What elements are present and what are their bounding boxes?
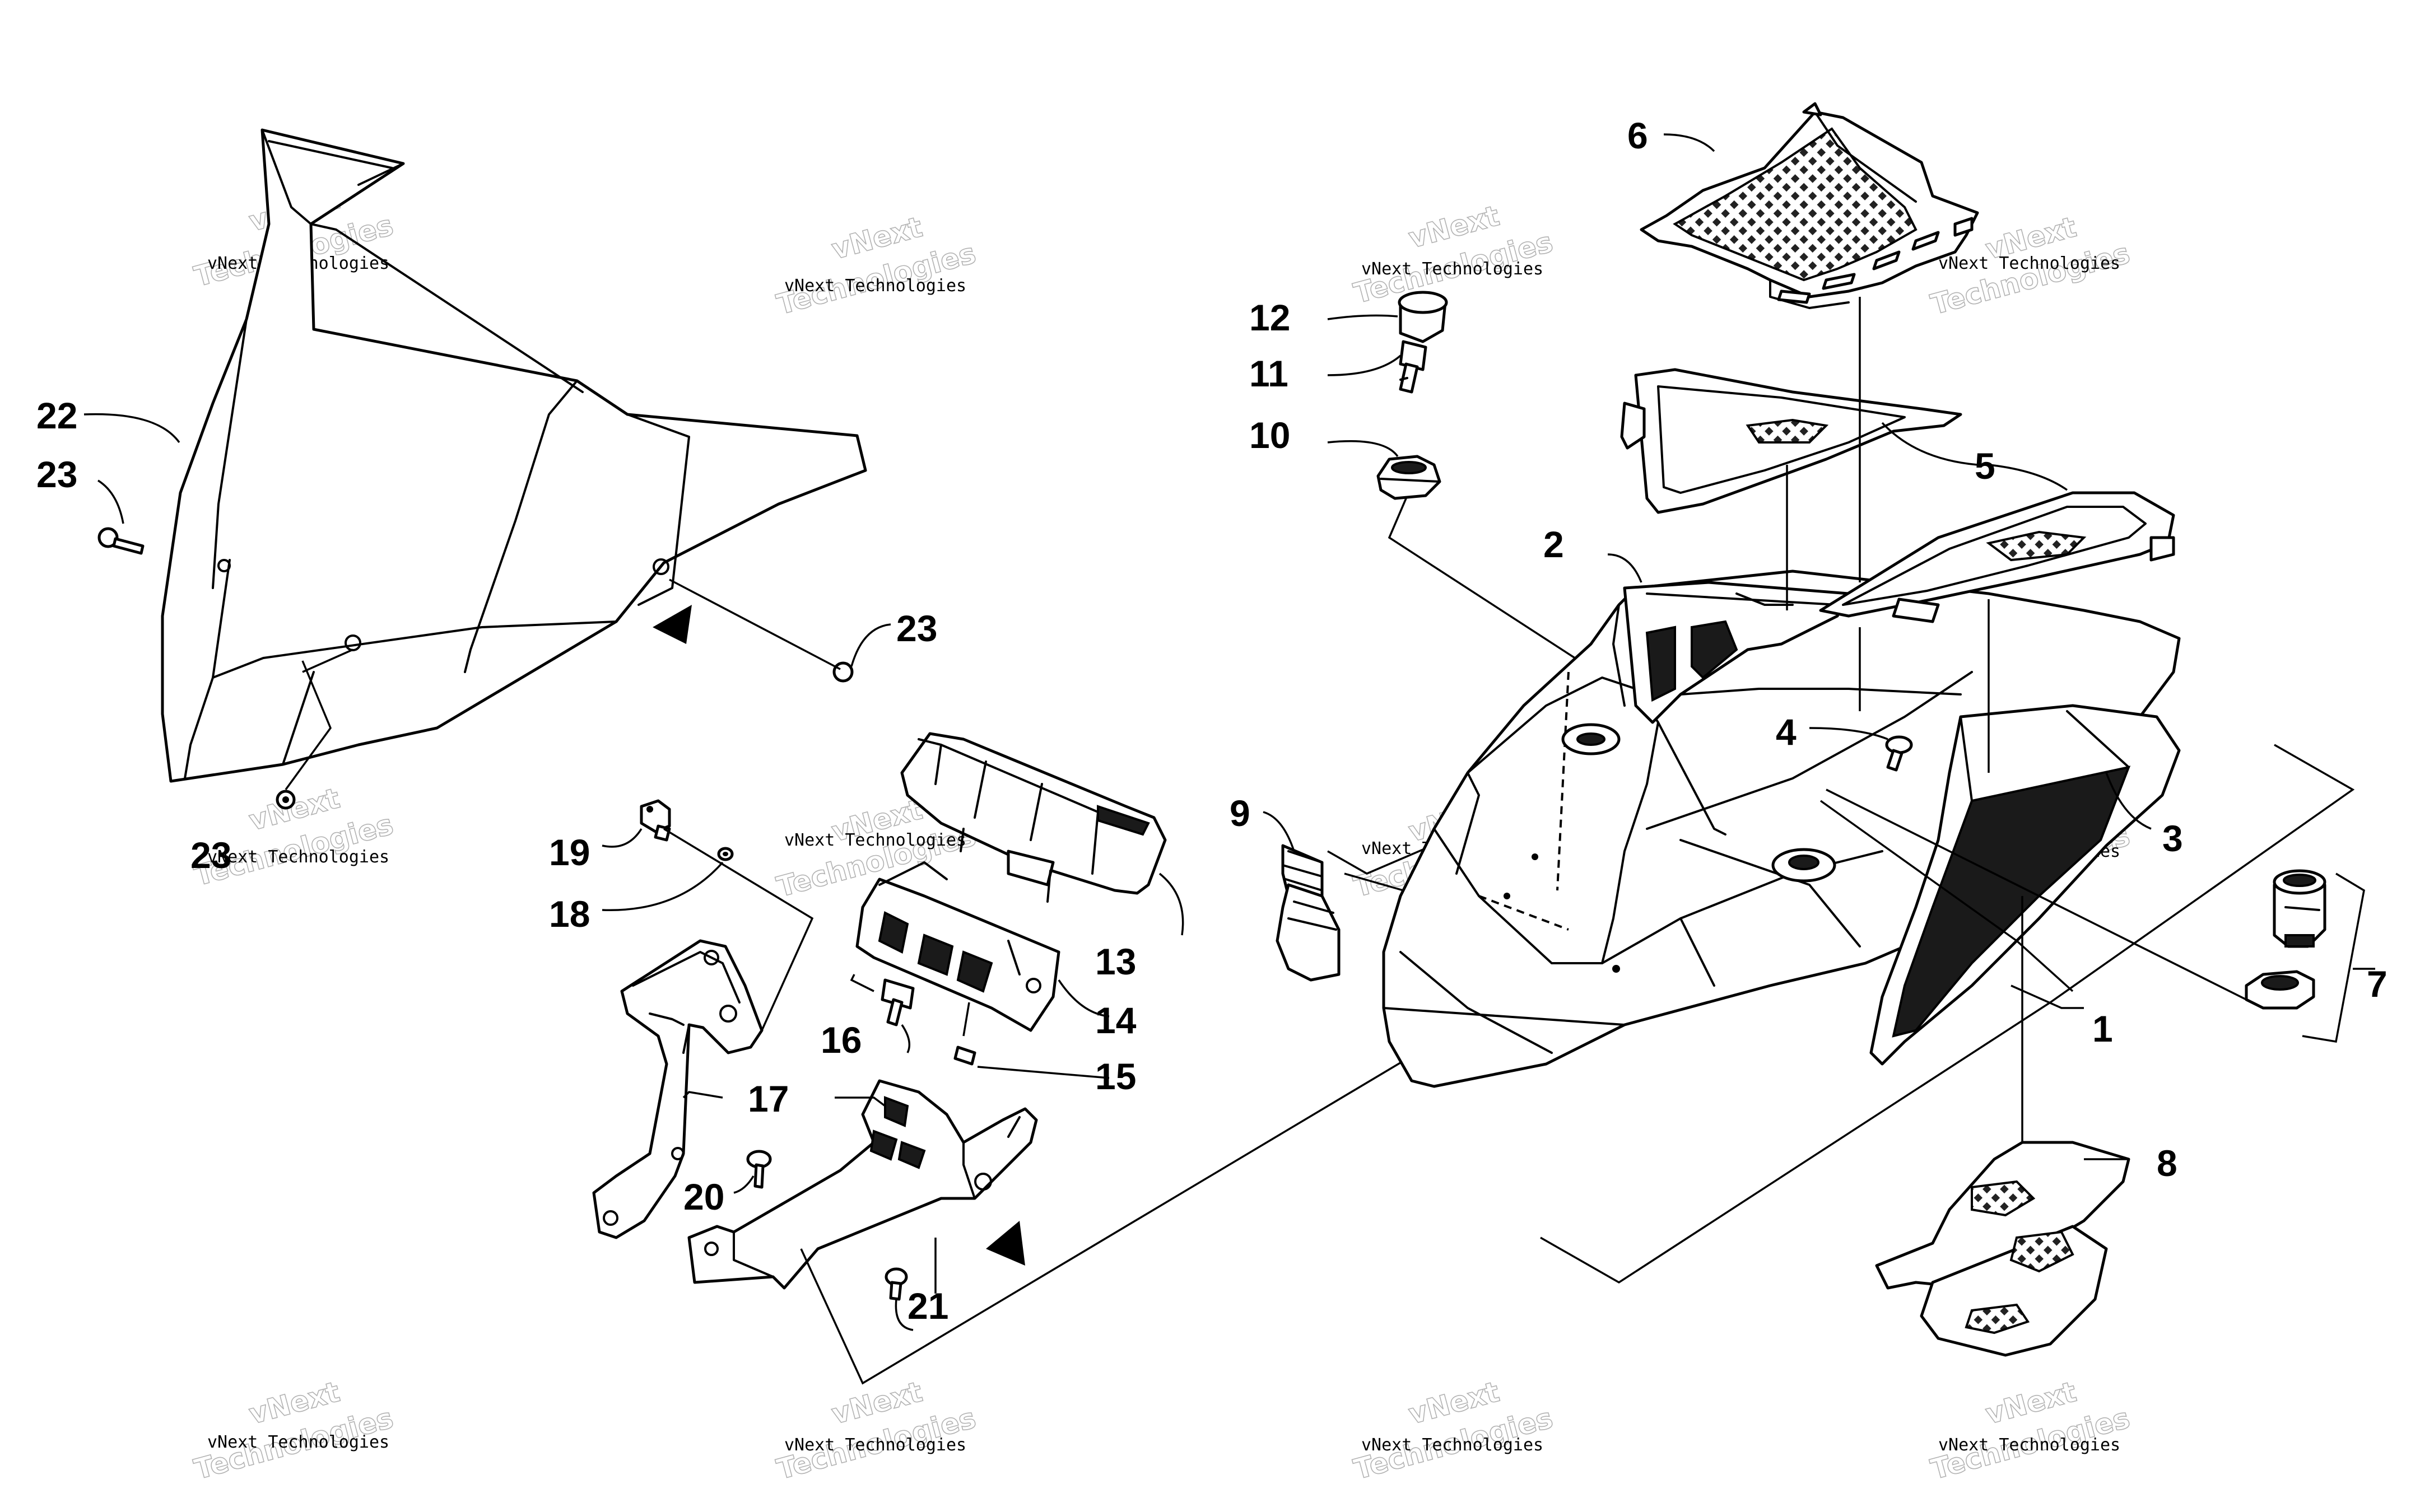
nut-part-19 bbox=[602, 799, 671, 848]
frame-bracket-part-17-right bbox=[682, 1079, 1038, 1290]
watermark-6-label: vNext Technologies bbox=[784, 830, 966, 850]
callout-13: 13 bbox=[1095, 941, 1136, 982]
callout-1: 1 bbox=[2092, 1008, 2113, 1049]
key-bezel-part-10 bbox=[1327, 440, 1597, 673]
key-part-11 bbox=[1327, 340, 1427, 394]
callout-21: 21 bbox=[908, 1285, 948, 1327]
callout-5: 5 bbox=[1975, 445, 1995, 487]
arrow-marker-icon bbox=[986, 1221, 1025, 1266]
callout-4: 4 bbox=[1776, 711, 1797, 753]
callout-6: 6 bbox=[1627, 115, 1648, 156]
callout-19: 19 bbox=[549, 832, 590, 873]
hood-part-1 bbox=[1382, 570, 2181, 1088]
power-outlet-part-7 bbox=[2245, 869, 2375, 1043]
callout-23-bottom: 23 bbox=[190, 834, 231, 876]
screw-part-20 bbox=[733, 1150, 772, 1194]
assembly-leader bbox=[800, 1035, 1446, 1385]
watermark-2-label: vNext Technologies bbox=[784, 276, 966, 296]
screw-part-23-right bbox=[669, 578, 891, 683]
watermark-10-label: vNext Technologies bbox=[784, 1435, 966, 1455]
washer-part-23-bottom bbox=[276, 648, 353, 810]
watermark-9: vNext Technologies bbox=[190, 1375, 397, 1486]
callout-20: 20 bbox=[683, 1176, 724, 1217]
instrument-gauge-part-13 bbox=[900, 732, 1184, 936]
windshield-part-22 bbox=[161, 128, 867, 783]
callout-23-left: 23 bbox=[36, 454, 77, 495]
mounting-bracket-part-14 bbox=[855, 861, 1110, 1032]
vent-trim-part-5-lower bbox=[1819, 464, 2175, 623]
leader-22 bbox=[83, 413, 180, 444]
arrow-marker-icon bbox=[653, 605, 692, 644]
callout-3: 3 bbox=[2162, 818, 2183, 859]
side-panel-part-3 bbox=[1869, 704, 2181, 1066]
callout-14: 14 bbox=[1095, 1000, 1137, 1041]
watermark-12-label: vNext Technologies bbox=[1938, 1435, 2120, 1455]
pad-part-8 bbox=[1875, 1141, 2130, 1357]
leader-part-1 bbox=[1826, 788, 2253, 1004]
washer-part-18 bbox=[602, 828, 814, 1031]
assembly-bracket bbox=[2049, 744, 2355, 1004]
grille-part-6 bbox=[1640, 102, 1979, 309]
screw-part-23-left bbox=[97, 479, 145, 555]
callout-2: 2 bbox=[1543, 524, 1564, 565]
callout-11: 11 bbox=[1249, 353, 1288, 394]
callout-10: 10 bbox=[1249, 414, 1290, 456]
screw-part-4 bbox=[1809, 727, 1913, 772]
callout-7: 7 bbox=[2367, 963, 2388, 1005]
callout-12: 12 bbox=[1249, 297, 1290, 338]
callout-16: 16 bbox=[821, 1019, 862, 1061]
callout-8: 8 bbox=[2157, 1142, 2177, 1184]
watermark-5-label: vNext Technologies bbox=[207, 847, 389, 867]
pin-part-15 bbox=[953, 1002, 1110, 1079]
key-cap-part-12 bbox=[1327, 291, 1448, 343]
watermark-11-label: vNext Technologies bbox=[1361, 1435, 1543, 1455]
watermark-2: vNext Technologies bbox=[773, 210, 980, 321]
ignition-switch-part-9 bbox=[1263, 811, 1446, 982]
callout-15: 15 bbox=[1095, 1056, 1136, 1097]
watermark-11: vNext Technologies bbox=[1350, 1375, 1557, 1486]
watermark-12: vNext Technologies bbox=[1927, 1375, 2134, 1486]
callout-18: 18 bbox=[549, 893, 590, 935]
watermark-4-label: vNext Technologies bbox=[1938, 254, 2120, 273]
callout-17: 17 bbox=[748, 1078, 789, 1119]
watermark-3: vNext Technologies bbox=[1350, 199, 1557, 310]
vent-trim-part-5 bbox=[1620, 368, 1978, 514]
callout-9: 9 bbox=[1230, 792, 1250, 834]
leader-part-1b bbox=[1819, 800, 2074, 992]
callout-23-right: 23 bbox=[896, 608, 937, 649]
assembly-bracket-b bbox=[1540, 1001, 2051, 1284]
watermark-3-label: vNext Technologies bbox=[1361, 259, 1543, 279]
bolt-part-16 bbox=[850, 974, 915, 1053]
frame-bracket-part-17 bbox=[592, 939, 764, 1239]
callout-22: 22 bbox=[36, 395, 77, 436]
vent-opening-part-2 bbox=[1607, 553, 1850, 724]
watermark-10: vNext Technologies bbox=[773, 1375, 980, 1486]
screw-part-21 bbox=[885, 1238, 937, 1331]
watermark-9-label: vNext Technologies bbox=[207, 1432, 389, 1452]
